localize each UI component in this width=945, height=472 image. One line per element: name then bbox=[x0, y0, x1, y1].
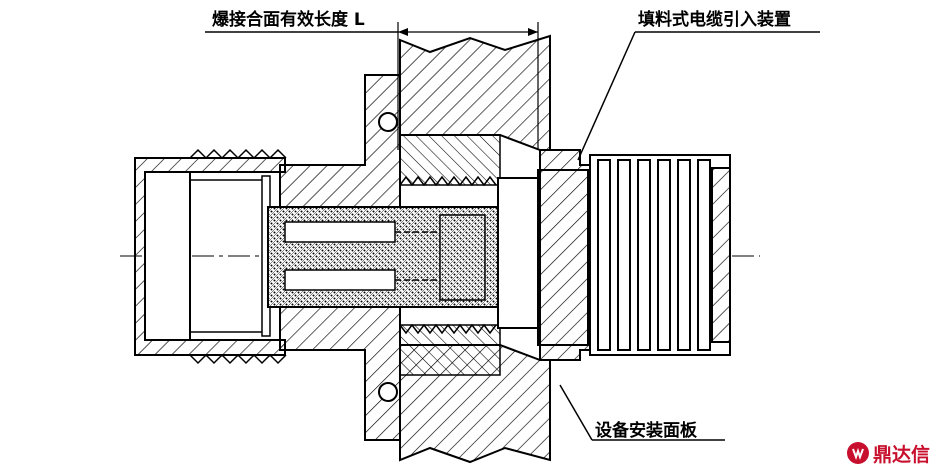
thread-lower bbox=[399, 323, 501, 376]
logo-text: 鼎达信 bbox=[873, 443, 931, 466]
thread-upper bbox=[399, 134, 501, 187]
label-mounting-panel: 设备安装面板 bbox=[595, 421, 697, 441]
logo-mark-icon bbox=[847, 442, 869, 464]
contact-pin-lower bbox=[284, 269, 396, 291]
leader-panel bbox=[559, 384, 593, 441]
label-explosion-gap-length: 爆接合面有效长度 L bbox=[212, 10, 365, 30]
leader-gland-diag bbox=[577, 31, 636, 161]
brand-logo: 鼎达信 bbox=[846, 440, 930, 466]
insulator-insert bbox=[267, 206, 499, 308]
flange-screw-upper bbox=[378, 112, 398, 132]
label-cable-gland: 填料式电缆引入装置 bbox=[638, 10, 791, 30]
contact-pin-upper bbox=[284, 221, 396, 243]
gland-ribs bbox=[597, 159, 711, 351]
dimension-L bbox=[205, 22, 539, 150]
flange-screw-lower bbox=[378, 382, 398, 402]
mounting-panel-upper bbox=[399, 34, 551, 151]
left-shell bbox=[134, 148, 287, 365]
cable-gland bbox=[539, 149, 731, 361]
